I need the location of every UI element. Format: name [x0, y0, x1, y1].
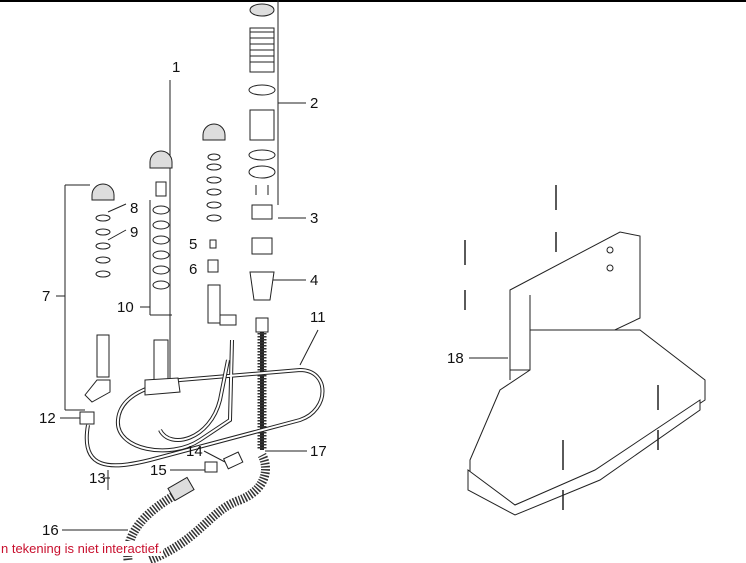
callout-4[interactable]: 4 [310, 272, 318, 289]
hoses [84, 330, 325, 563]
callout-5[interactable]: 5 [189, 236, 197, 253]
callout-14[interactable]: 14 [186, 443, 203, 460]
callout-18[interactable]: 18 [447, 350, 464, 367]
callout-labels: 1 2 3 4 5 6 7 8 9 10 11 12 13 14 15 16 1… [39, 59, 464, 539]
middle-valve-stack [144, 150, 181, 396]
callout-12[interactable]: 12 [39, 410, 56, 427]
callout-8[interactable]: 8 [130, 200, 138, 217]
center-cartridge-stack [248, 3, 276, 333]
callout-6[interactable]: 6 [189, 261, 197, 278]
right-valve-stack [202, 123, 237, 326]
leader-lines [56, 0, 508, 531]
callout-3[interactable]: 3 [310, 210, 318, 227]
callout-9[interactable]: 9 [130, 224, 138, 241]
callout-15[interactable]: 15 [150, 462, 167, 479]
callout-10[interactable]: 10 [117, 299, 134, 316]
callout-1[interactable]: 1 [172, 59, 180, 76]
callout-17[interactable]: 17 [310, 443, 327, 460]
callout-11[interactable]: 11 [310, 309, 326, 326]
callout-16[interactable]: 16 [42, 522, 59, 539]
callout-7[interactable]: 7 [42, 288, 50, 305]
non-interactive-notice: n tekening is niet interactief. [0, 541, 164, 556]
left-valve-stack [79, 183, 115, 425]
mounting-box [464, 185, 706, 516]
callout-2[interactable]: 2 [310, 95, 318, 112]
callout-13[interactable]: 13 [89, 470, 106, 487]
top-border [0, 0, 746, 2]
